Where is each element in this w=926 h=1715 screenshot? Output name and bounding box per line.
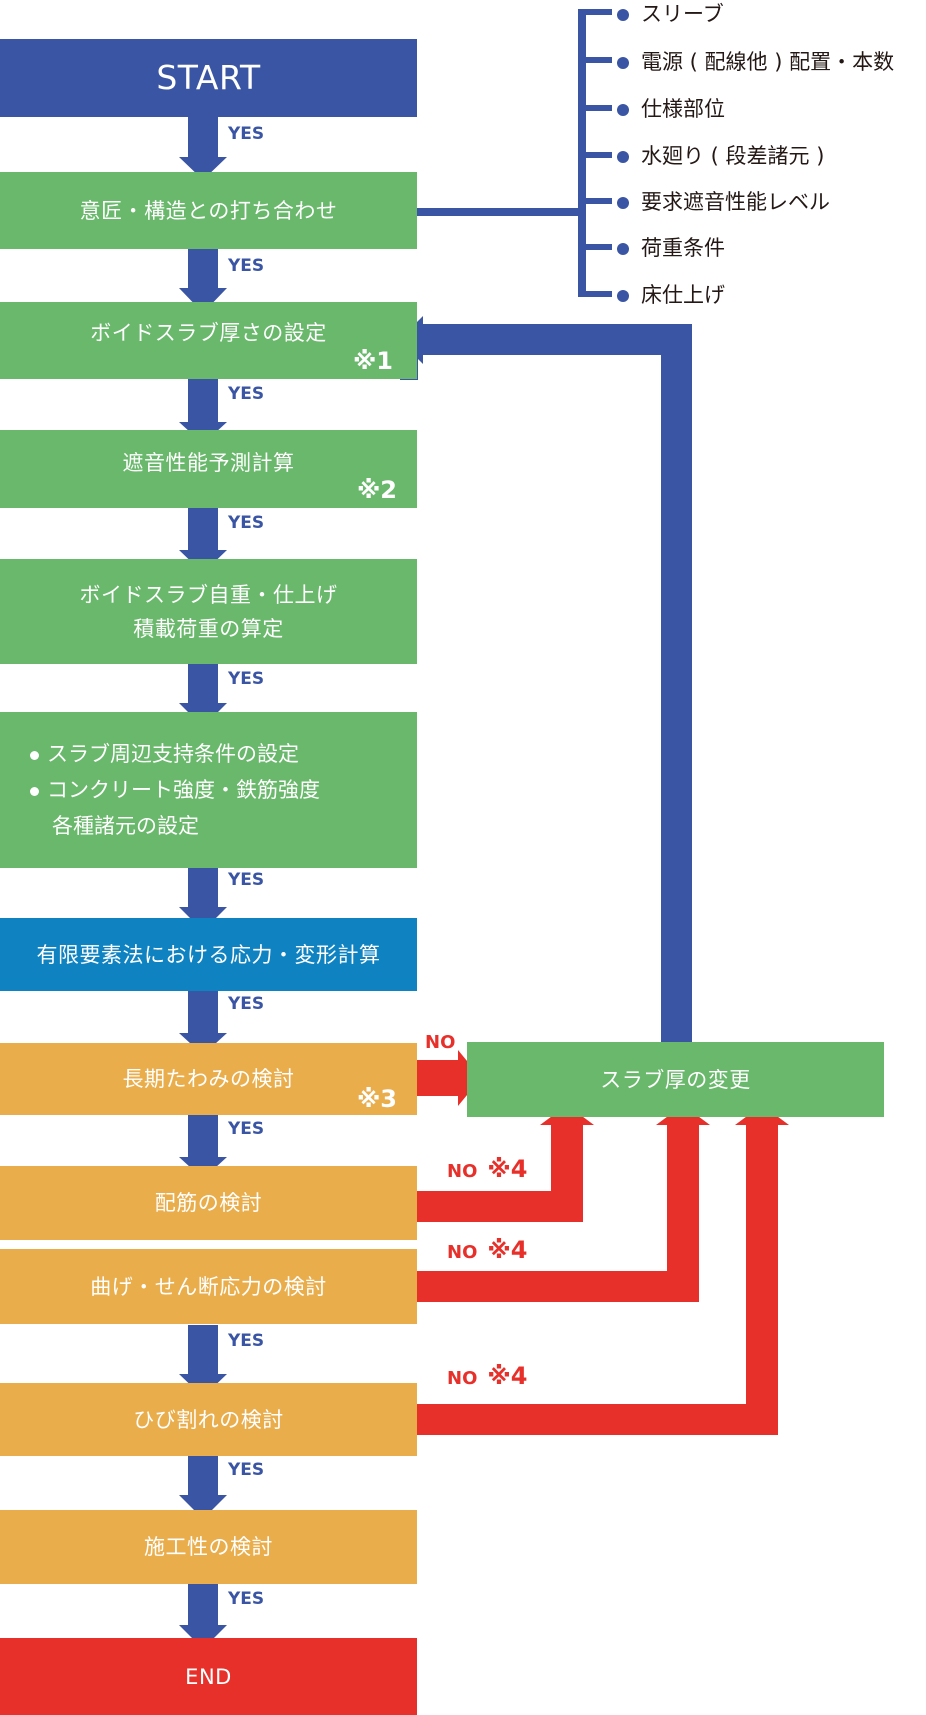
bending-shear-label: 曲げ・せん断応力の検討 <box>90 1274 327 1299</box>
loop-back-horizontal <box>420 324 692 355</box>
reinforcement-box: 配筋の検討 <box>0 1166 417 1240</box>
reinforcement-label: 配筋の検討 <box>154 1191 263 1215</box>
end-box: END <box>0 1638 417 1715</box>
yes-arrow-11 <box>179 1584 227 1649</box>
sound-calc-box: 遮音性能予測計算 ※2 <box>0 430 417 508</box>
note-3: ※3 <box>356 1085 397 1113</box>
self-weight-label-line1: ボイドスラブ自重・仕上げ <box>79 582 338 607</box>
constructability-box: 施工性の検討 <box>0 1510 417 1584</box>
meeting-item: 電源 ( 配線他 ) 配置・本数 <box>617 46 894 76</box>
conditions-box: スラブ周辺支持条件の設定 コンクリート強度・鉄筋強度 各種諸元の設定 <box>0 712 417 868</box>
start-box: START <box>0 39 417 117</box>
bullet-icon <box>617 104 629 116</box>
meeting-box: 意匠・構造との打ち合わせ <box>0 172 417 249</box>
conditions-item: コンクリート強度・鉄筋強度 <box>30 772 417 808</box>
bullet-icon <box>617 151 629 163</box>
yes-label: YES <box>228 994 265 1014</box>
cracking-box: ひび割れの検討 <box>0 1383 417 1456</box>
bullet-icon <box>617 197 629 209</box>
no-label-deflection: NO <box>425 1032 456 1053</box>
bending-shear-box: 曲げ・せん断応力の検討 <box>0 1249 417 1324</box>
meeting-label: 意匠・構造との打ち合わせ <box>79 198 338 223</box>
meeting-item: 荷重条件 <box>617 232 725 262</box>
change-thickness-box: スラブ厚の変更 <box>467 1042 884 1117</box>
no-arrow-cracking <box>417 1105 789 1435</box>
yes-label: YES <box>228 870 265 890</box>
yes-label: YES <box>228 513 265 533</box>
meeting-item: スリーブ <box>617 0 724 28</box>
yes-label: YES <box>228 1589 265 1609</box>
yes-arrow-9 <box>179 1325 227 1397</box>
bullet-icon <box>30 786 39 796</box>
cracking-label: ひび割れの検討 <box>133 1407 284 1432</box>
slab-thickness-label: ボイドスラブ厚さの設定 <box>90 320 327 345</box>
deflection-box: 長期たわみの検討 ※3 <box>0 1043 417 1115</box>
fem-label: 有限要素法における応力・変形計算 <box>36 942 381 967</box>
bullet-icon <box>617 243 629 255</box>
bullet-icon <box>617 9 629 21</box>
no-arrow-bending-shear <box>417 1105 710 1302</box>
sound-calc-label: 遮音性能予測計算 <box>122 451 295 475</box>
yes-label: YES <box>228 124 265 144</box>
loop-back-arrow <box>400 324 692 1041</box>
yes-arrow-4 <box>179 508 227 573</box>
yes-arrow-5 <box>179 664 227 727</box>
conditions-list: スラブ周辺支持条件の設定 コンクリート強度・鉄筋強度 各種諸元の設定 <box>0 736 417 844</box>
note-1: ※1 <box>352 347 393 375</box>
meeting-items-bracket <box>382 9 612 297</box>
yes-label: YES <box>228 384 265 404</box>
meeting-item: 水廻り ( 段差諸元 ) <box>617 140 824 170</box>
yes-label: YES <box>228 1119 265 1139</box>
yes-arrow-6 <box>179 868 227 931</box>
no-label-bending-shear: NO※4 <box>447 1236 528 1264</box>
meeting-item: 要求遮音性能レベル <box>617 186 830 216</box>
change-thickness-label: スラブ厚の変更 <box>600 1067 751 1092</box>
no-label-reinforcement: NO※4 <box>447 1155 528 1183</box>
conditions-item-continued: 各種諸元の設定 <box>52 814 199 838</box>
yes-label: YES <box>228 1331 265 1351</box>
no-arrow-deflection <box>417 1050 481 1106</box>
meeting-item: 仕様部位 <box>617 93 725 123</box>
end-label: END <box>185 1664 232 1689</box>
bullet-icon <box>617 290 629 302</box>
yes-arrow-7 <box>179 991 227 1055</box>
no-arrow-reinforcement <box>417 1105 594 1222</box>
yes-arrow-1 <box>179 116 227 180</box>
yes-label: YES <box>228 256 265 276</box>
yes-arrow-2 <box>179 249 227 313</box>
deflection-label: 長期たわみの検討 <box>122 1067 295 1091</box>
bullet-icon <box>30 750 39 760</box>
yes-arrow-10 <box>179 1455 227 1519</box>
fem-box: 有限要素法における応力・変形計算 <box>0 918 417 991</box>
meeting-item: 床仕上げ <box>617 279 725 309</box>
conditions-item: スラブ周辺支持条件の設定 <box>30 736 417 772</box>
self-weight-box: ボイドスラブ自重・仕上げ 積載荷重の算定 <box>0 559 417 664</box>
self-weight-label-line2: 積載荷重の算定 <box>133 616 284 641</box>
yes-label: YES <box>228 669 265 689</box>
bullet-icon <box>617 57 629 69</box>
constructability-label: 施工性の検討 <box>144 1535 273 1559</box>
yes-arrow-3 <box>179 379 227 444</box>
loop-back-vertical <box>661 324 692 1042</box>
no-label-cracking: NO※4 <box>447 1362 528 1390</box>
note-2: ※2 <box>356 476 397 504</box>
start-label: START <box>156 58 261 97</box>
yes-arrow-8 <box>179 1115 227 1179</box>
yes-label: YES <box>228 1460 265 1480</box>
slab-thickness-box: ボイドスラブ厚さの設定 ※1 <box>0 302 417 379</box>
